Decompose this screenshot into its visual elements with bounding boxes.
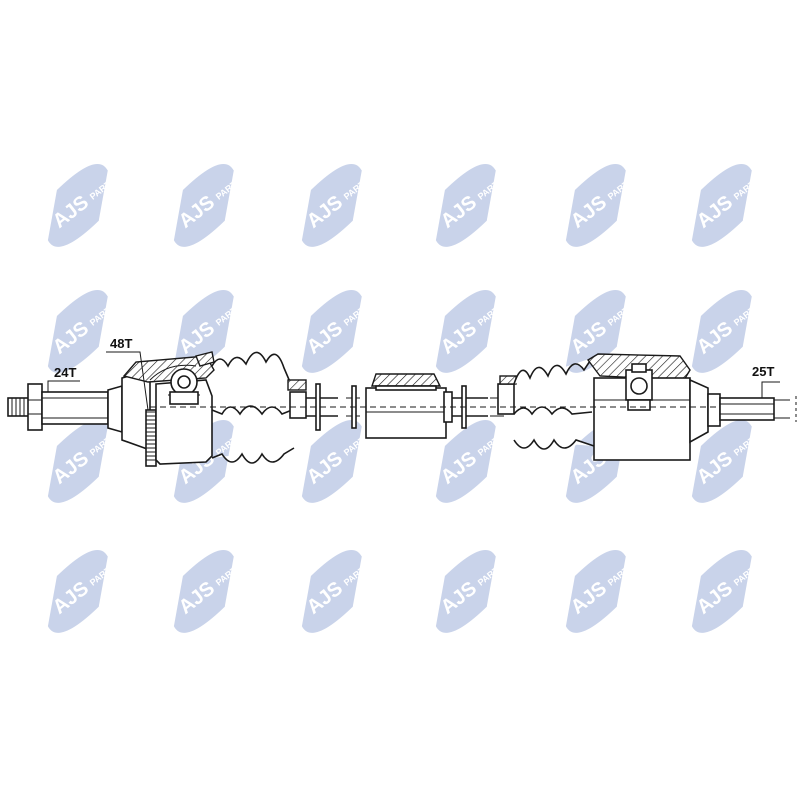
watermark-shape xyxy=(173,549,234,633)
damper-weight xyxy=(365,373,453,439)
watermark-shape xyxy=(435,289,496,373)
abs-ring-count: 48T xyxy=(110,336,132,351)
watermark-shape xyxy=(47,419,108,503)
watermark-shape xyxy=(565,289,626,373)
watermark-shape xyxy=(173,289,234,373)
shaft-right xyxy=(452,385,504,429)
outer-boot xyxy=(195,351,307,464)
watermark-shape xyxy=(565,163,626,247)
watermark-shape xyxy=(565,549,626,633)
watermark-shape xyxy=(691,549,752,633)
inner-tripod-joint xyxy=(586,353,721,461)
outer-stub-thread xyxy=(7,397,31,417)
outer-spline-shaft xyxy=(41,391,109,425)
inner-boot xyxy=(497,357,595,450)
watermark-shape xyxy=(435,549,496,633)
watermark-shape xyxy=(435,419,496,503)
outer-nut xyxy=(27,383,43,431)
watermark-shape xyxy=(173,163,234,247)
watermark-shape xyxy=(301,549,362,633)
inner-spline-count: 25T xyxy=(752,364,774,379)
outer-spline-label: 24T xyxy=(47,365,80,392)
watermark-shape xyxy=(47,549,108,633)
abs-ring-label: 48T xyxy=(106,336,149,411)
watermark-shape xyxy=(435,163,496,247)
inner-spline-shaft xyxy=(719,396,797,422)
watermark-shape xyxy=(47,163,108,247)
watermark-shape xyxy=(301,289,362,373)
watermark-shape xyxy=(47,289,108,373)
inner-spline-label: 25T xyxy=(752,364,780,398)
watermark-shape xyxy=(691,419,752,503)
watermark-shape xyxy=(301,163,362,247)
abs-ring xyxy=(145,409,157,467)
watermark-shape xyxy=(691,289,752,373)
outer-cv-joint xyxy=(107,355,215,467)
watermark-shape xyxy=(691,163,752,247)
outer-spline-count: 24T xyxy=(54,365,76,380)
watermark-shape xyxy=(301,419,362,503)
